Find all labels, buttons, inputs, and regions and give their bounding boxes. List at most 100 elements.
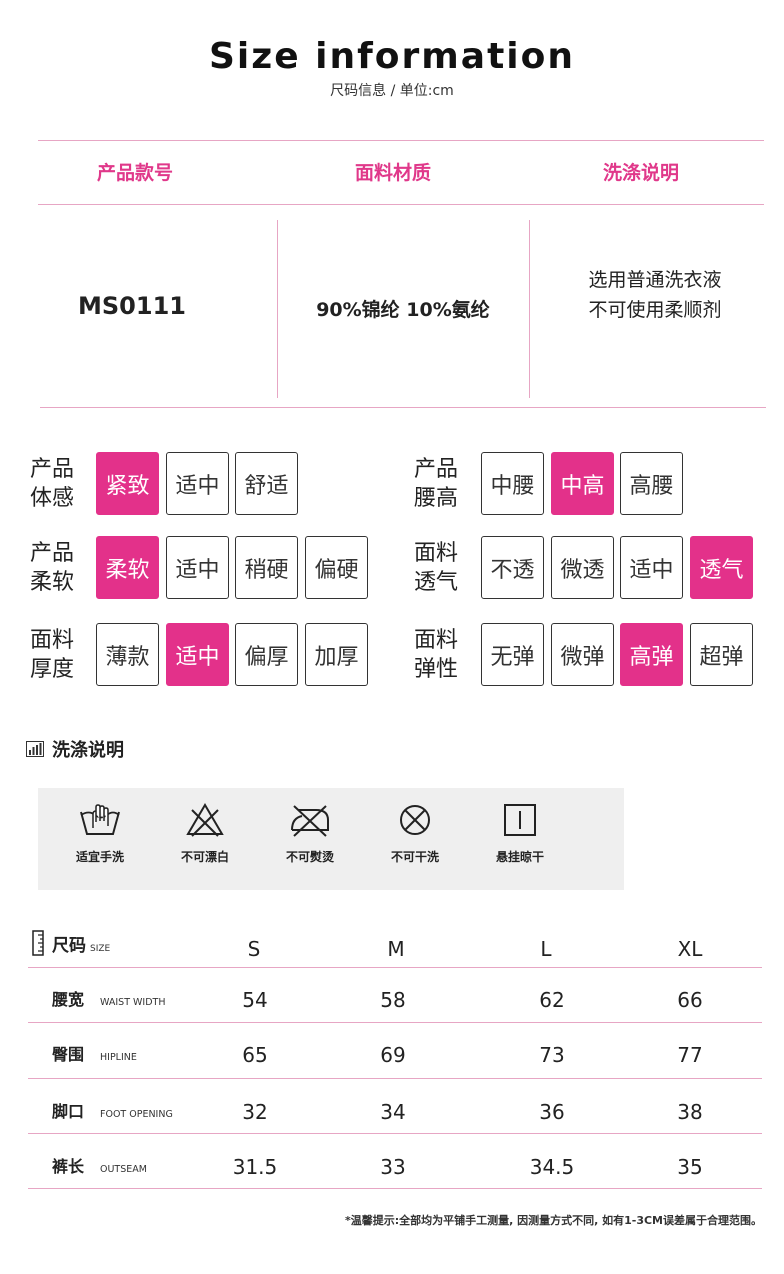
bar-chart-icon — [26, 741, 44, 757]
divider — [40, 407, 766, 408]
attribute-option[interactable]: 微透 — [551, 536, 614, 599]
size-column-header: M — [387, 937, 405, 961]
attribute-label: 产品体感 — [30, 455, 90, 513]
care-item: 不可漂白 — [155, 802, 255, 865]
size-row-label: 臀围 HIPLINE — [52, 1041, 137, 1065]
care-item: 不可干洗 — [365, 802, 465, 865]
size-cell: 34 — [380, 1100, 406, 1124]
attribute-label-line: 柔软 — [30, 570, 75, 595]
size-cell: 31.5 — [232, 1155, 278, 1179]
header-material: 面料材质 — [354, 162, 431, 184]
ruler-icon — [32, 930, 44, 956]
attribute-option[interactable]: 透气 — [690, 536, 753, 599]
wash-instructions: 选用普通洗衣液 不可使用柔顺剂 — [530, 265, 780, 325]
attribute-option[interactable]: 适中 — [166, 623, 229, 686]
size-cell: 54 — [242, 988, 268, 1012]
attribute-option[interactable]: 适中 — [620, 536, 683, 599]
care-symbols-panel: 适宜手洗 不可漂白 不可熨烫 不可干洗 悬挂晾干 — [38, 788, 624, 890]
attribute-label-line: 厚度 — [30, 657, 75, 682]
size-title-en: SIZE — [90, 944, 111, 954]
attribute-option[interactable]: 舒适 — [235, 452, 298, 515]
attribute-label-line: 腰高 — [414, 486, 459, 511]
size-cell: 34.5 — [529, 1155, 575, 1179]
attribute-label-line: 产品 — [30, 457, 75, 482]
size-column-header: L — [540, 937, 552, 961]
divider — [28, 1022, 762, 1023]
size-column-header: S — [247, 937, 261, 961]
attribute-label-line: 弹性 — [414, 657, 459, 682]
size-cell: 77 — [677, 1043, 703, 1067]
attribute-option[interactable]: 适中 — [166, 452, 229, 515]
product-id-value: MS0111 — [78, 292, 186, 320]
attribute-option[interactable]: 高腰 — [620, 452, 683, 515]
no-iron-icon — [291, 805, 329, 837]
row-label-en: OUTSEAM — [100, 1164, 147, 1175]
attribute-option[interactable]: 偏厚 — [235, 623, 298, 686]
care-label: 不可熨烫 — [285, 850, 334, 864]
care-label: 不可漂白 — [180, 850, 229, 864]
divider — [28, 1133, 762, 1134]
care-label: 不可干洗 — [390, 850, 439, 864]
size-title-zh: 尺码 — [52, 936, 86, 956]
attribute-label: 面料透气 — [414, 539, 474, 597]
no-dry-clean-icon — [400, 805, 430, 835]
attribute-label-line: 产品 — [414, 457, 459, 482]
hand-wash-icon — [80, 804, 120, 835]
attribute-option[interactable]: 中腰 — [481, 452, 544, 515]
header-product-id: 产品款号 — [96, 162, 173, 184]
size-cell: 33 — [380, 1155, 406, 1179]
care-title-text: 洗涤说明 — [52, 740, 124, 761]
divider — [28, 967, 762, 968]
wash-line: 不可使用柔顺剂 — [588, 299, 722, 321]
wash-line: 选用普通洗衣液 — [588, 269, 722, 291]
size-cell: 65 — [242, 1043, 268, 1067]
divider — [38, 204, 764, 205]
size-column-header: XL — [677, 937, 703, 961]
divider — [277, 220, 278, 398]
attribute-option[interactable]: 偏硬 — [305, 536, 368, 599]
attribute-option[interactable]: 超弹 — [690, 623, 753, 686]
attribute-option[interactable]: 中高 — [551, 452, 614, 515]
care-label: 适宜手洗 — [75, 850, 124, 864]
row-label-zh: 臀围 — [52, 1045, 85, 1064]
row-label-en: HIPLINE — [100, 1052, 137, 1063]
attribute-option[interactable]: 柔软 — [96, 536, 159, 599]
size-cell: 66 — [677, 988, 703, 1012]
attribute-option[interactable]: 适中 — [166, 536, 229, 599]
care-section-title: 洗涤说明 — [26, 736, 124, 762]
size-cell: 38 — [677, 1100, 703, 1124]
divider — [28, 1078, 762, 1079]
divider — [38, 140, 764, 141]
attribute-label: 面料弹性 — [414, 626, 474, 684]
care-label: 悬挂晾干 — [495, 850, 544, 864]
attribute-option[interactable]: 紧致 — [96, 452, 159, 515]
size-cell: 36 — [539, 1100, 565, 1124]
row-label-en: WAIST WIDTH — [100, 997, 166, 1008]
attribute-label: 产品柔软 — [30, 539, 90, 597]
attribute-option[interactable]: 稍硬 — [235, 536, 298, 599]
attribute-option[interactable]: 无弹 — [481, 623, 544, 686]
attribute-option[interactable]: 微弹 — [551, 623, 614, 686]
size-cell: 35 — [677, 1155, 703, 1179]
attribute-option[interactable]: 薄款 — [96, 623, 159, 686]
attribute-label-line: 体感 — [30, 486, 75, 511]
attribute-label-line: 面料 — [414, 541, 459, 566]
size-cell: 62 — [539, 988, 565, 1012]
page-title: Size information — [208, 36, 575, 77]
care-item: 不可熨烫 — [260, 802, 360, 865]
attribute-option[interactable]: 加厚 — [305, 623, 368, 686]
header-wash: 洗涤说明 — [602, 162, 679, 184]
size-cell: 58 — [380, 988, 406, 1012]
attribute-label-line: 面料 — [30, 628, 75, 653]
size-table-title: 尺码 SIZE — [32, 930, 110, 956]
attribute-option[interactable]: 不透 — [481, 536, 544, 599]
care-item: 适宜手洗 — [50, 802, 150, 865]
attribute-label: 面料厚度 — [30, 626, 90, 684]
attribute-option[interactable]: 高弹 — [620, 623, 683, 686]
attribute-label: 产品腰高 — [414, 455, 474, 513]
row-label-en: FOOT OPENING — [100, 1109, 173, 1120]
no-bleach-icon — [186, 803, 224, 837]
divider — [28, 1188, 762, 1189]
